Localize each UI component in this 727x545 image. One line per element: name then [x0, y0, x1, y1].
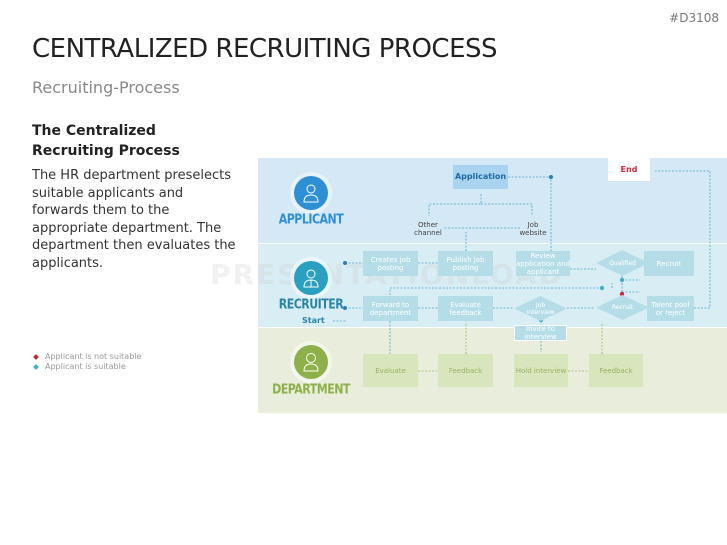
- application-box: Application: [453, 165, 508, 189]
- job-interview-label: Job interview: [526, 301, 555, 316]
- qualified-diamond: Qualified: [596, 250, 649, 276]
- slide-title: CENTRALIZED RECRUITING PROCESS: [32, 34, 498, 64]
- body-text: The HR department preselects suitable ap…: [32, 168, 236, 271]
- end-box: End: [608, 158, 650, 181]
- recruit-diamond: Recruit: [596, 295, 649, 320]
- job-interview-diamond: Job interview: [514, 296, 567, 321]
- invite-to-interview-box: Invite to interview: [514, 325, 567, 341]
- creates-job-posting-box: Creates job posting: [363, 251, 418, 276]
- evaluate-feedback-box: Evaluate feedback: [438, 296, 493, 321]
- department-person-icon: [294, 345, 328, 379]
- role-department: DEPARTMENT: [272, 381, 350, 398]
- feedback-box-2: Feedback: [589, 354, 643, 387]
- qualified-label: Qualified: [609, 259, 636, 267]
- recruiter-person-icon: [294, 261, 328, 295]
- hold-interview-box: Hold interview: [514, 354, 568, 387]
- evaluate-box: Evaluate: [363, 354, 418, 387]
- legend-item-not-suitable: Applicant is not suitable: [33, 352, 142, 361]
- slide-code: #D3108: [669, 11, 719, 25]
- legend-label: Applicant is suitable: [45, 362, 126, 371]
- slide-subtitle: Recruiting-Process: [32, 78, 180, 97]
- start-label: Start: [302, 316, 325, 325]
- forward-to-department-box: Forward to department: [363, 296, 418, 321]
- legend-item-suitable: Applicant is suitable: [33, 362, 126, 371]
- feedback-box-1: Feedback: [438, 354, 493, 387]
- recruit-box: Recruit: [644, 251, 694, 276]
- role-recruiter: RECRUITER: [278, 296, 344, 313]
- applicant-person-icon: [294, 176, 328, 210]
- role-applicant: APPLICANT: [278, 211, 344, 228]
- recruit-diamond-label: Recruit: [611, 304, 634, 311]
- talent-pool-box: Talent pool or reject: [647, 296, 694, 321]
- other-channel-label: Other channel: [414, 221, 442, 237]
- publish-job-posting-box: Publish job posting: [438, 251, 493, 276]
- job-website-label: Job website: [519, 221, 547, 237]
- review-application-box: Review application and applicant: [516, 251, 571, 276]
- section-heading: The Centralized Recruiting Process: [32, 123, 180, 159]
- legend-label: Applicant is not suitable: [45, 352, 142, 361]
